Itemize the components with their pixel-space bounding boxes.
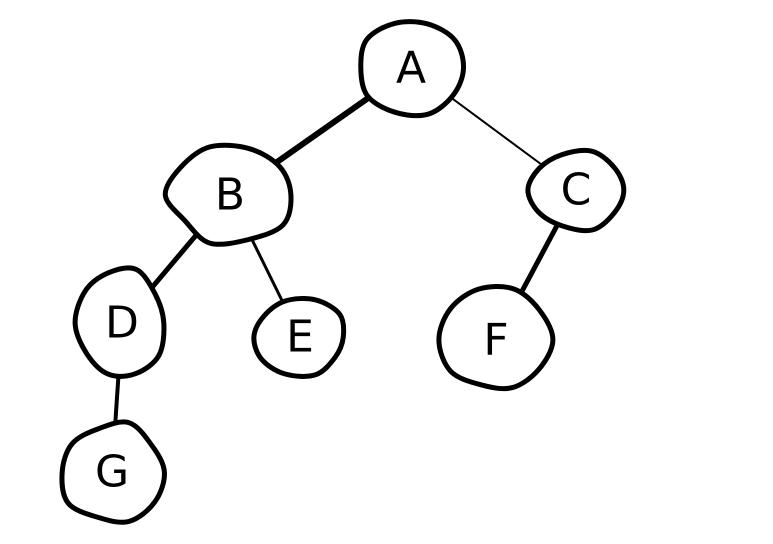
node-f-label: F	[483, 315, 508, 366]
nodes-layer: A B C D E F G	[59, 19, 627, 525]
node-b-label: B	[215, 170, 245, 221]
node-a: A	[358, 19, 467, 119]
node-a-circle	[358, 19, 467, 119]
node-d-label: D	[105, 298, 139, 349]
node-g-circle	[59, 419, 167, 525]
edges-layer	[110, 65, 579, 474]
node-b: B	[162, 142, 294, 247]
node-e-label: E	[286, 312, 314, 363]
node-d-circle	[72, 265, 167, 379]
node-c: C	[525, 147, 627, 234]
node-f-circle	[436, 283, 556, 392]
node-b-circle	[162, 142, 294, 247]
node-c-circle	[525, 147, 627, 234]
node-g: G	[59, 419, 167, 525]
node-d: D	[72, 265, 167, 379]
node-e-circle	[251, 296, 347, 379]
node-c-label: C	[561, 165, 592, 216]
node-a-label: A	[396, 43, 426, 94]
node-f: F	[436, 283, 556, 392]
node-e: E	[251, 296, 347, 379]
node-g-label: G	[95, 447, 129, 498]
